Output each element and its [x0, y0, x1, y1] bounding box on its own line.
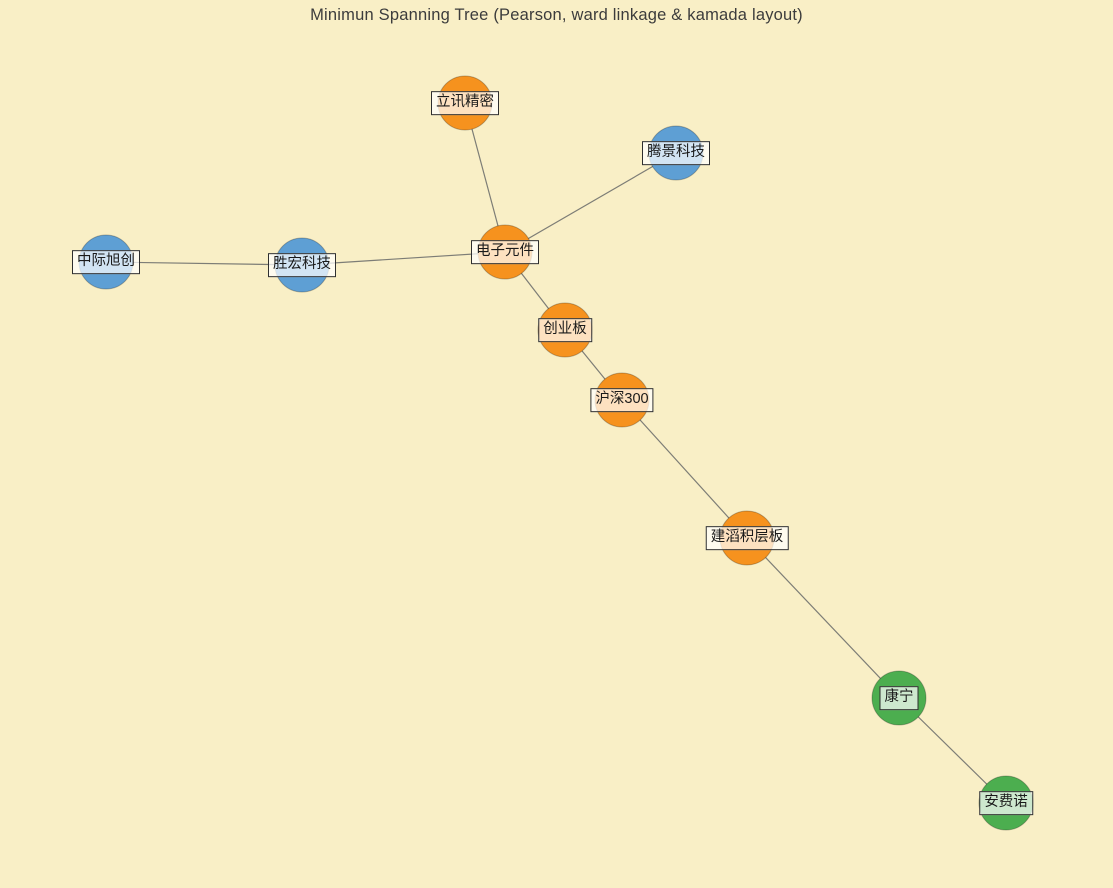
figure-title: Minimun Spanning Tree (Pearson, ward lin…: [310, 6, 803, 24]
node-label-chuangye: 创业板: [538, 318, 592, 342]
node-label-shenghong: 胜宏科技: [268, 253, 336, 277]
node-label-tengjing: 腾景科技: [642, 141, 710, 165]
graph-edge-hushen300-jiantao: [621, 399, 748, 539]
graph-edge-tengjing-dianzi: [504, 152, 677, 253]
node-label-anfeinuo: 安费诺: [979, 791, 1033, 815]
node-label-kangning: 康宁: [879, 686, 919, 710]
node-label-jiantao: 建滔积层板: [705, 526, 789, 550]
graph-edge-jiantao-kangning: [746, 537, 900, 699]
node-label-hushen300: 沪深300: [590, 388, 654, 412]
node-label-lixun: 立讯精密: [431, 91, 499, 115]
node-label-dianzi: 电子元件: [471, 240, 539, 264]
node-label-zhongji: 中际旭创: [72, 250, 140, 274]
